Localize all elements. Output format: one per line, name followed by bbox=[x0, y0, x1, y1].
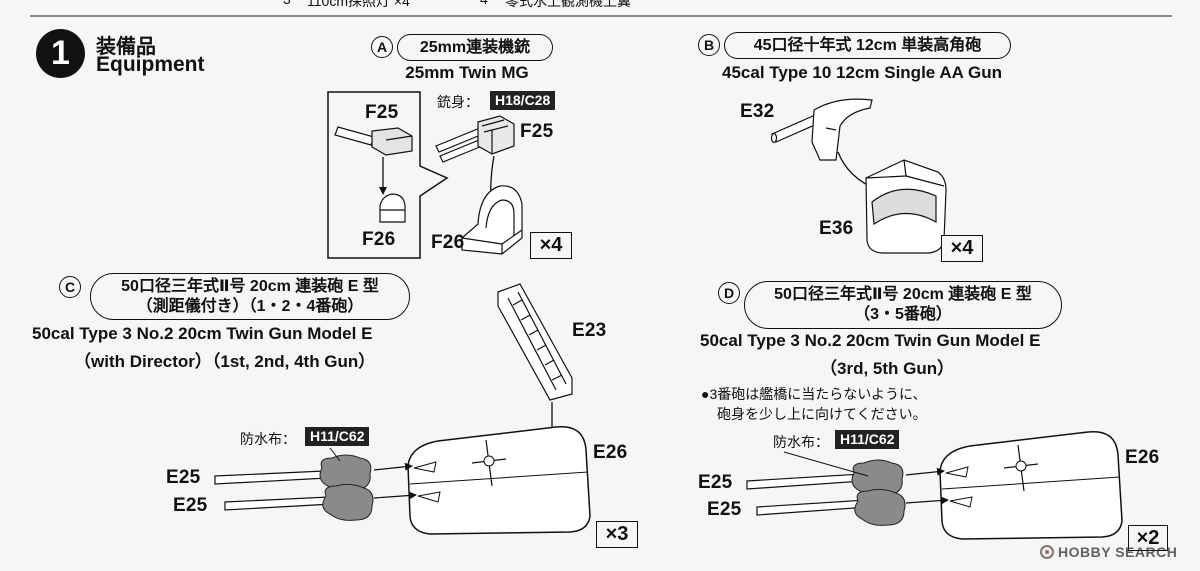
barrel-part-label: E32 bbox=[740, 101, 775, 122]
section-c-title-ja-line2: （測距儀付き）（1・2・4番砲） bbox=[136, 297, 364, 315]
section-b-title-en: 45cal Type 10 12cm Single AA Gun bbox=[722, 63, 1002, 82]
section-d-title-en-line1: 50cal Type 3 No.2 20cm Twin Gun Model E bbox=[700, 331, 1041, 350]
cover-color-code-d: H11/C62 bbox=[835, 430, 900, 449]
cover-caption-c: 防水布： bbox=[240, 431, 296, 447]
twin-mg-mount-drawing bbox=[461, 185, 523, 255]
cover-color-code-c: H11/C62 bbox=[305, 427, 370, 446]
section-letter-b: B bbox=[698, 34, 720, 56]
cover-leader-c bbox=[329, 447, 341, 462]
header-item-number: 4 bbox=[480, 0, 488, 7]
turret-part-label-d: E26 bbox=[1125, 447, 1160, 468]
header-strip: 3 110cm探照灯 ×4 4 零式水上観測機上翼 bbox=[0, 0, 1200, 14]
step-title-en: Equipment bbox=[96, 53, 205, 76]
barrel-caption: 銃身： bbox=[437, 94, 479, 110]
mount-part-label: F26 bbox=[431, 232, 465, 253]
hobby-search-logo-icon bbox=[1040, 545, 1054, 559]
turret-part-label-c: E26 bbox=[593, 442, 628, 463]
section-b-title-ja: 45口径十年式 12cm 単装高角砲 bbox=[753, 36, 982, 54]
step-number-badge: 1 bbox=[36, 29, 85, 78]
step-title-ja: 装備品 bbox=[96, 36, 156, 58]
section-c-title-en-line2: （with Director）（1st, 2nd, 4th Gun） bbox=[74, 352, 376, 371]
callout-gun-drawing bbox=[334, 126, 413, 156]
lower-barrel-label-c: E25 bbox=[173, 495, 208, 516]
gun-part-label: F25 bbox=[520, 121, 554, 142]
barrel-color-code: H18/C28 bbox=[490, 91, 556, 110]
callout-part-label-upper: F25 bbox=[365, 102, 399, 123]
aa-gun-base-drawing bbox=[865, 159, 947, 254]
section-d-title-ja-line1: 50口径三年式Ⅱ号 20cm 連装砲 E 型 bbox=[774, 286, 1032, 303]
watermark-text: HOBBY SEARCH bbox=[1058, 544, 1178, 560]
aa-gun-barrel-drawing bbox=[770, 98, 873, 161]
section-letter-c: C bbox=[59, 276, 81, 298]
section-a-title-ja: 25mm連装機銃 bbox=[419, 38, 531, 56]
director-e23-drawing bbox=[497, 283, 573, 401]
section-d-title-ja-line2: （3・5番砲） bbox=[854, 306, 952, 323]
section-c-title-en-line1: 50cal Type 3 No.2 20cm Twin Gun Model E bbox=[32, 324, 373, 343]
assembly-note-line2: 砲身を少し上に向けてください。 bbox=[717, 406, 927, 422]
section-b-title-pill: 45口径十年式 12cm 単装高角砲 bbox=[724, 32, 1011, 59]
upper-barrel-label-c: E25 bbox=[166, 467, 201, 488]
section-a-title-en: 25mm Twin MG bbox=[405, 63, 529, 82]
director-part-label: E23 bbox=[572, 320, 607, 341]
twin-gun-assembly-d bbox=[746, 430, 1123, 540]
callout-part-label-lower: F26 bbox=[362, 229, 396, 250]
section-d-title-pill: 50口径三年式Ⅱ号 20cm 連装砲 E 型 （3・5番砲） bbox=[744, 281, 1062, 329]
callout-mount-drawing bbox=[379, 193, 406, 223]
section-a-title-pill: 25mm連装機銃 bbox=[397, 34, 553, 61]
section-c-title-pill: 50口径三年式Ⅱ号 20cm 連装砲 E 型 （測距儀付き）（1・2・4番砲） bbox=[90, 273, 410, 320]
quantity-badge-c: ×3 bbox=[596, 521, 638, 548]
quantity-badge-b: ×4 bbox=[941, 235, 983, 262]
header-item-label: 110cm探照灯 ×4 bbox=[307, 0, 410, 9]
twin-gun-assembly-c bbox=[214, 425, 591, 535]
cover-caption-d: 防水布： bbox=[773, 434, 829, 450]
callout-box bbox=[327, 91, 449, 259]
quantity-badge-d: ×2 bbox=[1128, 525, 1168, 551]
assembly-note-line1: ●3番砲は艦橋に当たらないように、 bbox=[701, 386, 927, 402]
cover-leader-d bbox=[783, 451, 869, 477]
lower-barrel-label-d: E25 bbox=[707, 499, 742, 520]
section-letter-d: D bbox=[718, 282, 740, 304]
header-item-label: 零式水上観測機上翼 bbox=[505, 0, 631, 9]
base-part-label: E36 bbox=[819, 218, 854, 239]
header-item-number: 3 bbox=[283, 0, 291, 7]
twin-mg-gun-drawing bbox=[435, 115, 515, 163]
section-c-title-ja-line1: 50口径三年式Ⅱ号 20cm 連装砲 E 型 bbox=[121, 277, 379, 295]
section-d-title-en-line2: （3rd, 5th Gun） bbox=[820, 359, 955, 378]
quantity-badge-a: ×4 bbox=[530, 232, 572, 259]
upper-barrel-label-d: E25 bbox=[698, 472, 733, 493]
section-letter-a: A bbox=[371, 36, 393, 58]
